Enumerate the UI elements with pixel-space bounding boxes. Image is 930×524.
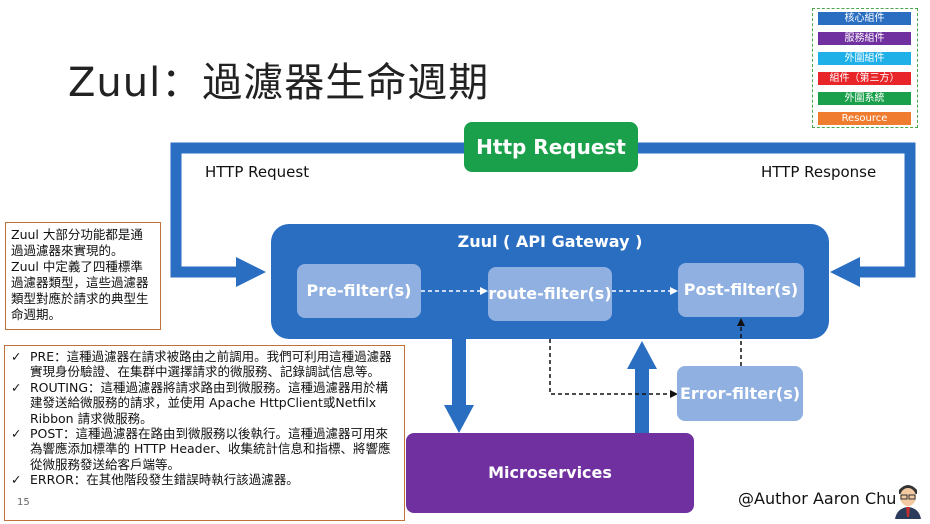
legend: 核心組件 服務組件 外圍組件 組件（第三方） 外圍系統 Resource [812, 8, 918, 128]
response-arrow [638, 142, 916, 278]
checkmark-icon: ✓ [11, 349, 22, 364]
request-arrow-head [236, 257, 266, 287]
author-avatar [895, 485, 921, 519]
up-arrow-shaft [635, 365, 649, 433]
up-arrow-head [627, 341, 657, 369]
http-request-box: Http Request [464, 122, 638, 172]
route-to-post-arrowhead [670, 287, 678, 295]
route-to-error-arrowhead [670, 390, 678, 398]
down-arrow-head [444, 405, 474, 433]
error-filter: Error-filter(s) [677, 366, 803, 421]
http-request-label: HTTP Request [205, 163, 310, 181]
pre-filter-description: ✓ PRE：這種過濾器在請求被路由之前調用。我們可利用這種過濾器實現身份驗證、在集… [9, 349, 398, 380]
microservices-box: Microservices [406, 433, 694, 513]
routing-filter-description-text: ROUTING：這種過濾器將請求路由到微服務。這種過濾器用於構建發送給微服務的請… [30, 379, 389, 426]
http-response-label: HTTP Response [761, 163, 877, 181]
legend-third-party-component: 組件（第三方） [818, 72, 911, 85]
post-filter-description-text: POST：這種過濾器在路由到微服務以後執行。這種過濾器可用來為響應添加標準的 H… [30, 426, 391, 472]
filter-types-note: ✓ PRE：這種過濾器在請求被路由之前調用。我們可利用這種過濾器實現身份驗證、在集… [4, 345, 405, 521]
route-to-error-connector [549, 339, 670, 395]
route-filter: route-filter(s) [488, 267, 612, 321]
intro-note-line-2: Zuul 中定義了四種標準過濾器類型，這些過濾器類型對應於請求的典型生命週期。 [11, 259, 149, 322]
checkmark-icon: ✓ [11, 426, 22, 442]
post-filter-description: ✓ POST：這種過濾器在路由到微服務以後執行。這種過濾器可用來為響應添加標準的 … [9, 426, 398, 472]
pre-to-route-arrowhead [480, 287, 488, 295]
checkmark-icon: ✓ [11, 472, 22, 488]
routing-filter-description: ✓ ROUTING：這種過濾器將請求路由到微服務。這種過濾器用於構建發送給微服務的… [9, 380, 398, 426]
legend-peripheral-system: 外圍系統 [818, 92, 911, 105]
checkmark-icon: ✓ [11, 379, 22, 395]
legend-core-component: 核心組件 [818, 12, 911, 25]
legend-resource: Resource [818, 112, 911, 125]
intro-note-line-1: Zuul 大部分功能都是通過過濾器來實現的。 [11, 227, 143, 258]
down-arrow-shaft [452, 339, 466, 409]
slide-title: Zuul：過濾器生命週期 [68, 60, 490, 106]
author-credit: @Author Aaron Chu [738, 489, 897, 508]
error-filter-description: ✓ ERROR：在其他階段發生錯誤時執行該過濾器。 [9, 472, 398, 487]
error-to-post-arrowhead [737, 318, 745, 326]
legend-peripheral-component: 外圍組件 [818, 52, 911, 65]
pre-filter: Pre-filter(s) [297, 264, 421, 318]
request-arrow [170, 142, 464, 278]
gateway-title: Zuul ( API Gateway ) [457, 232, 643, 251]
pre-filter-description-text: PRE：這種過濾器在請求被路由之前調用。我們可利用這種過濾器實現身份驗證、在集群… [30, 349, 392, 380]
post-filter: Post-filter(s) [678, 263, 804, 317]
intro-note: Zuul 大部分功能都是通過過濾器來實現的。 Zuul 中定義了四種標準過濾器類… [5, 222, 161, 330]
page-number: 15 [17, 497, 30, 508]
legend-service-component: 服務組件 [818, 32, 911, 45]
error-filter-description-text: ERROR：在其他階段發生錯誤時執行該過濾器。 [30, 472, 299, 488]
response-arrow-head [830, 257, 860, 287]
